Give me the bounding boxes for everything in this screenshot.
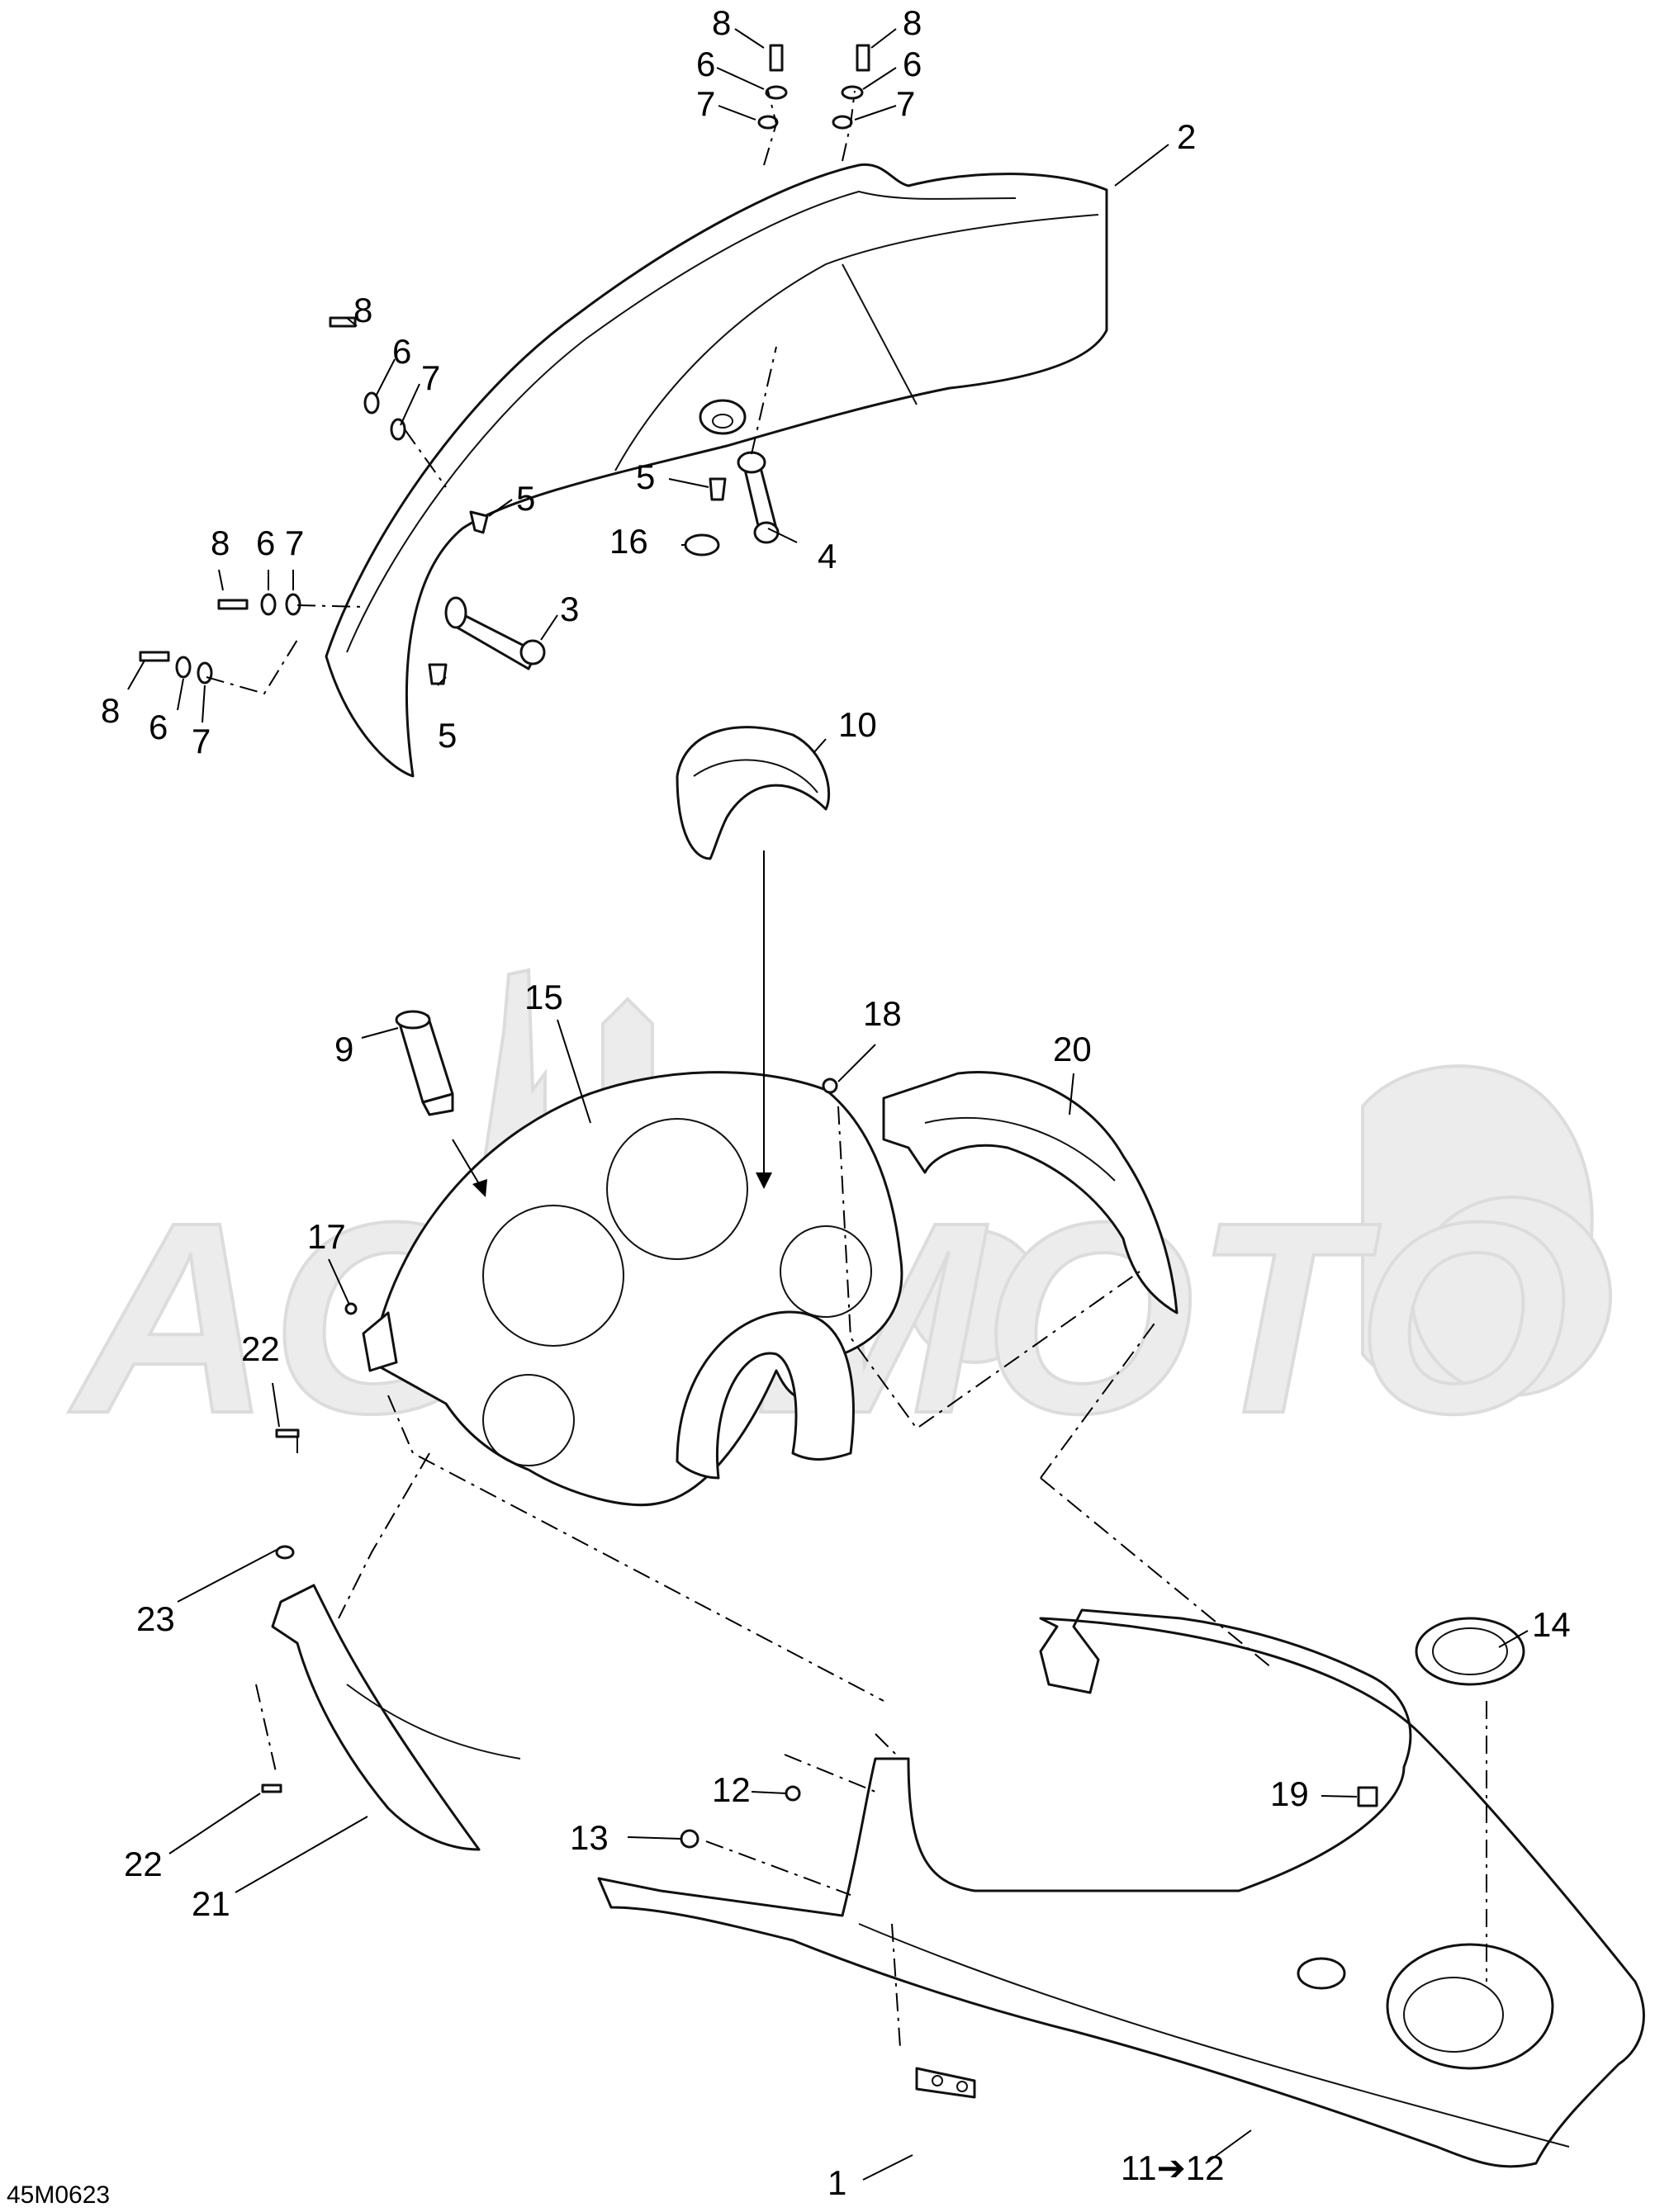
callout-8: 8 [101, 691, 120, 730]
callout-labels: 8 6 7 8 6 7 2 8 6 7 5 5 16 4 3 5 8 6 7 8… [7, 3, 1571, 2209]
fastener-sets [139, 44, 870, 684]
callout-6: 6 [696, 45, 715, 83]
callout-17: 17 [307, 1217, 346, 1256]
callout-2: 2 [1177, 117, 1196, 156]
part-1-bracket [915, 2067, 976, 2099]
callout-6: 6 [903, 45, 922, 83]
callout-18: 18 [863, 994, 902, 1033]
part-15-instrument-panel [362, 1071, 903, 1507]
callout-5: 5 [516, 479, 535, 518]
part-21-side-panel [271, 1584, 521, 1851]
part-16-grommet [684, 533, 720, 557]
part-9-socket [395, 1010, 454, 1116]
callout-7: 7 [285, 523, 304, 562]
callout-8: 8 [712, 3, 731, 42]
small-fasteners [261, 1078, 1378, 1849]
part-14-ring [1415, 1617, 1525, 1686]
assembly-lines [206, 90, 1487, 2049]
part-2-upper-cover [325, 163, 1108, 778]
callout-10: 10 [838, 705, 877, 744]
callout-1: 1 [828, 2163, 846, 2202]
callout-22: 22 [124, 1845, 163, 1883]
callout-13: 13 [570, 1818, 609, 1857]
callout-23: 23 [136, 1599, 175, 1638]
callout-19: 19 [1270, 1774, 1309, 1813]
part-20-trim [882, 1071, 1178, 1314]
part-11-lower-body [597, 1608, 1645, 2168]
callout-22: 22 [241, 1329, 280, 1368]
callout-5: 5 [438, 716, 457, 755]
callout-5: 5 [636, 457, 655, 496]
callout-9: 9 [334, 1030, 353, 1068]
callout-6: 6 [256, 523, 275, 562]
direction-arrows [452, 850, 772, 1197]
callout-14: 14 [1532, 1605, 1571, 1644]
callout-20: 20 [1053, 1030, 1092, 1068]
callout-4: 4 [818, 537, 837, 575]
callout-15: 15 [524, 978, 563, 1016]
part-5-clips [428, 477, 727, 685]
callout-8: 8 [903, 3, 922, 42]
callout-7: 7 [421, 358, 440, 397]
callout-6: 6 [149, 708, 168, 746]
callout-6: 6 [392, 332, 411, 371]
callout-3: 3 [560, 590, 579, 628]
callout-16: 16 [609, 522, 648, 561]
callout-21: 21 [192, 1884, 230, 1923]
callout-8: 8 [353, 291, 372, 329]
callout-11-12: 11➔12 [1121, 2148, 1225, 2187]
callout-7: 7 [192, 722, 211, 760]
callout-12: 12 [712, 1770, 751, 1809]
figure-code: 45M0623 [7, 2181, 110, 2209]
part-10-cap [676, 726, 831, 860]
callout-8: 8 [211, 523, 230, 562]
part-3-fastener [444, 596, 546, 670]
callout-7: 7 [696, 84, 715, 123]
leader-lines [127, 28, 1529, 2181]
part-4-fastener [737, 451, 780, 544]
callout-7: 7 [896, 84, 915, 123]
